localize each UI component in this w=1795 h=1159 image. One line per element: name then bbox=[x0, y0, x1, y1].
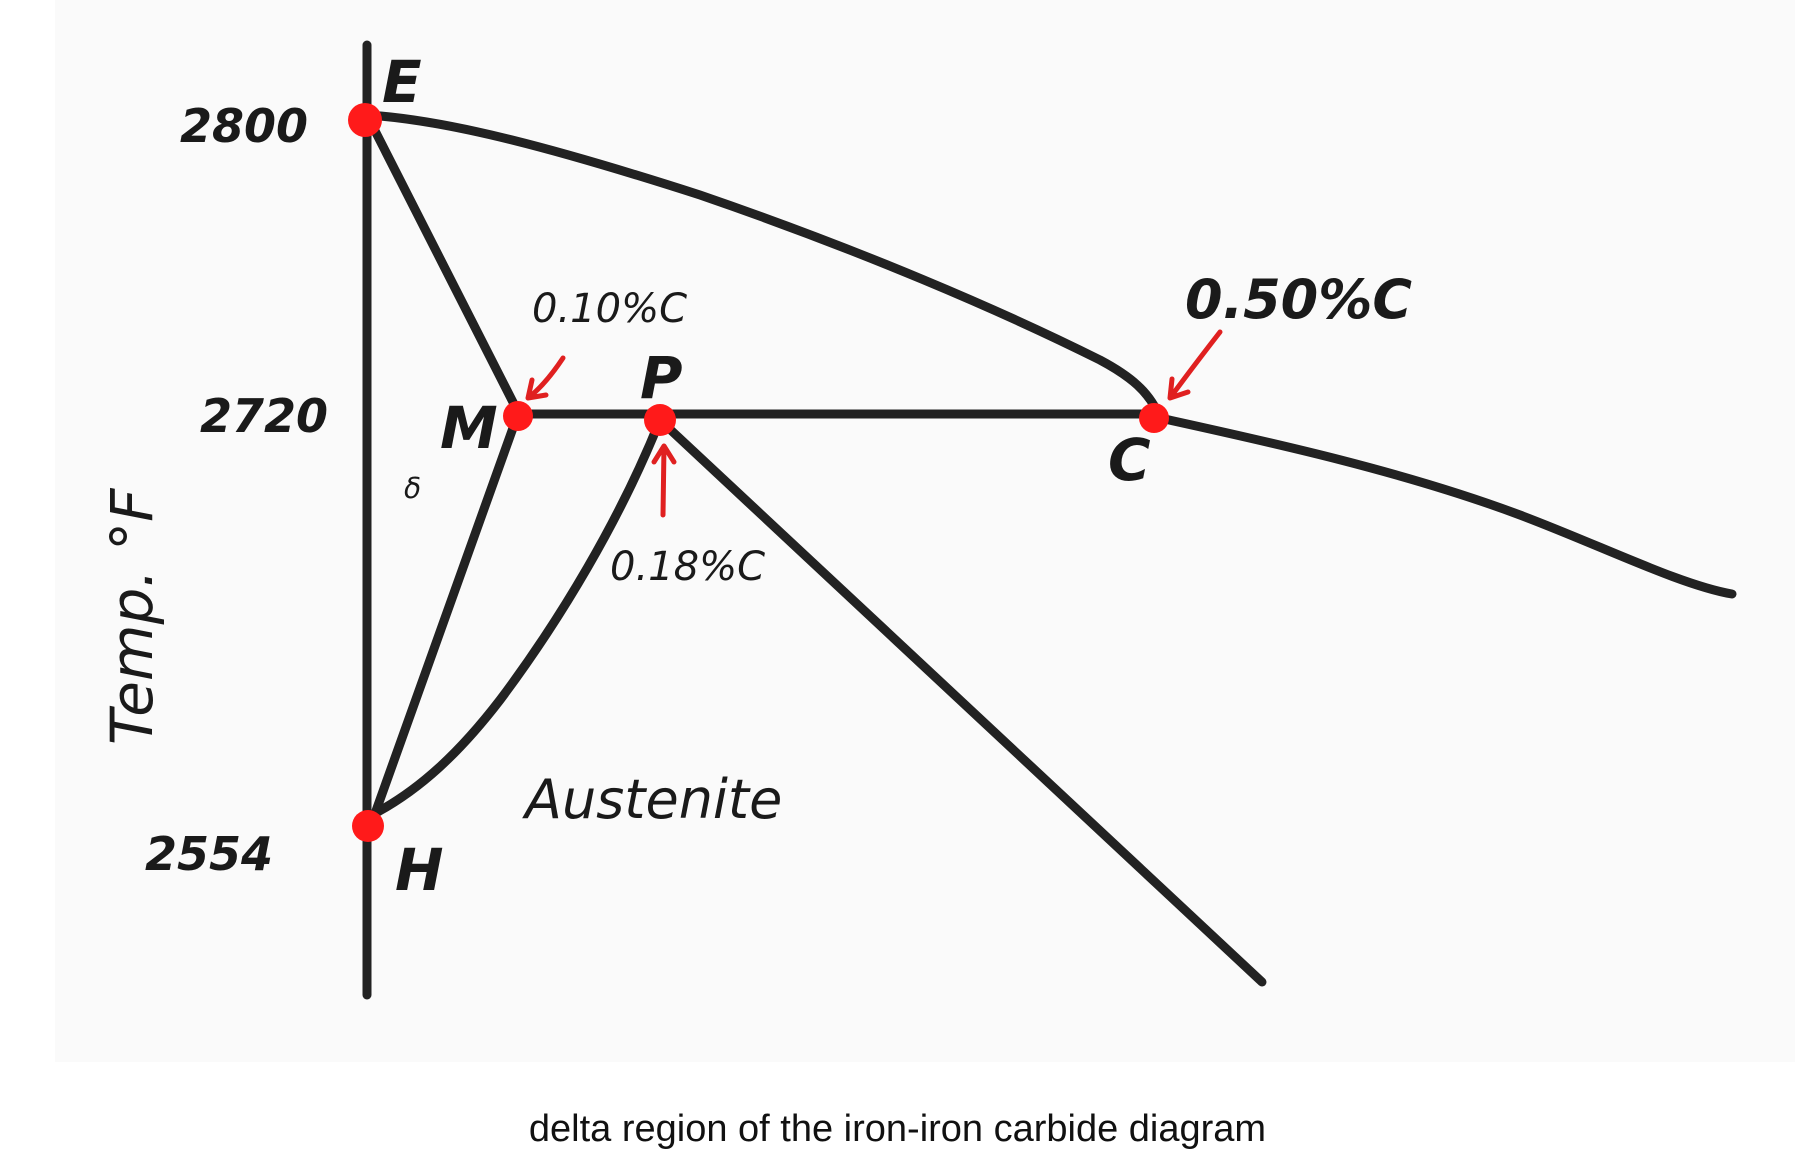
point-h-marker bbox=[352, 810, 384, 842]
point-p-marker bbox=[644, 404, 676, 436]
point-h-label: H bbox=[395, 836, 444, 904]
temp-2800-label: 2800 bbox=[180, 99, 308, 153]
point-c-marker bbox=[1139, 403, 1169, 433]
diagram-panel bbox=[55, 0, 1795, 1062]
point-m-marker bbox=[503, 401, 533, 431]
liquidus-curve bbox=[362, 110, 1165, 423]
point-m-label: M bbox=[440, 394, 498, 462]
arrow-to-c bbox=[1167, 329, 1223, 401]
austenite-region-label: Austenite bbox=[522, 768, 782, 831]
delta-label: δ bbox=[404, 472, 421, 505]
diagram-caption: delta region of the iron-iron carbide di… bbox=[528, 1108, 1267, 1150]
line-p-down bbox=[655, 415, 1267, 987]
composition-m-label: 0.10%C bbox=[532, 286, 687, 332]
composition-p-label: 0.18%C bbox=[610, 544, 765, 590]
point-e-marker bbox=[348, 103, 382, 137]
point-c-label: C bbox=[1108, 426, 1151, 494]
temp-2720-label: 2720 bbox=[200, 389, 328, 443]
line-m-h bbox=[367, 409, 523, 827]
composition-c-label: 0.50%C bbox=[1185, 268, 1412, 331]
arrow-to-m bbox=[525, 355, 566, 401]
arrow-to-p bbox=[651, 443, 677, 518]
line-p-h bbox=[367, 415, 665, 820]
point-e-label: E bbox=[382, 48, 422, 116]
temp-2554-label: 2554 bbox=[145, 827, 273, 881]
liquidus-curve-lower bbox=[1155, 413, 1737, 599]
point-p-label: P bbox=[640, 344, 683, 412]
temperature-axis-label: Temp. °F bbox=[98, 487, 166, 745]
line-e-m bbox=[362, 110, 523, 417]
